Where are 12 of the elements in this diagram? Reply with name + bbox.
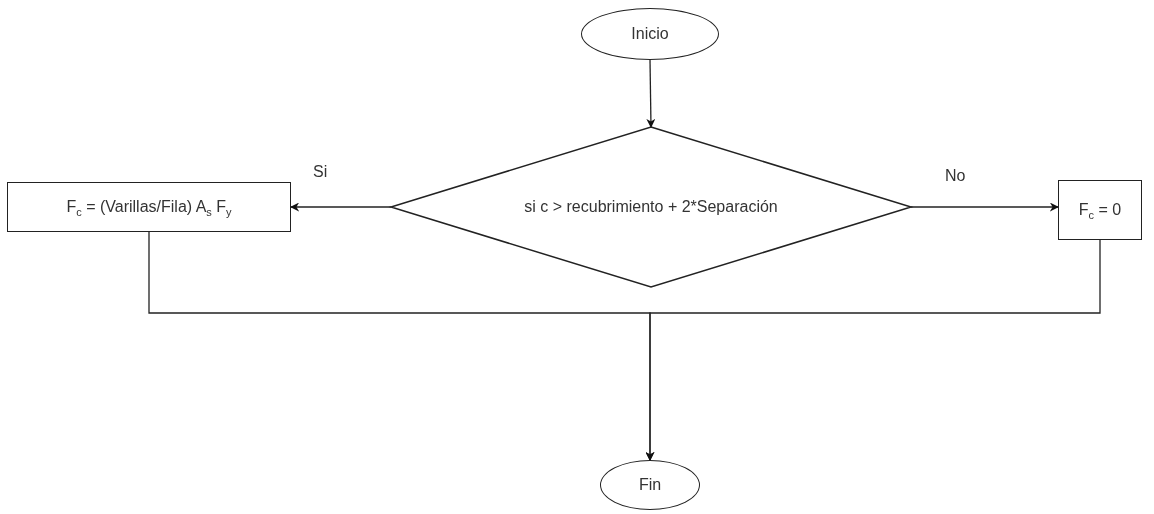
node-text: Inicio [631,25,669,43]
process-box [7,182,291,232]
arrow [645,239,1101,461]
arrow [910,202,1059,212]
process-box [1058,180,1142,240]
arrow [290,202,392,212]
node-text: F$_{c}$ = 0 [1078,201,1122,219]
arrow [646,59,656,128]
decision-diamond [391,127,911,287]
node-text: si c > recubrimiento + 2*Separación [524,198,778,216]
node-text: F$_{c}$ = (Varillas/Fila) A$_{s}$ F$_{y}$ [66,198,232,216]
node-text: Fin [638,476,662,494]
